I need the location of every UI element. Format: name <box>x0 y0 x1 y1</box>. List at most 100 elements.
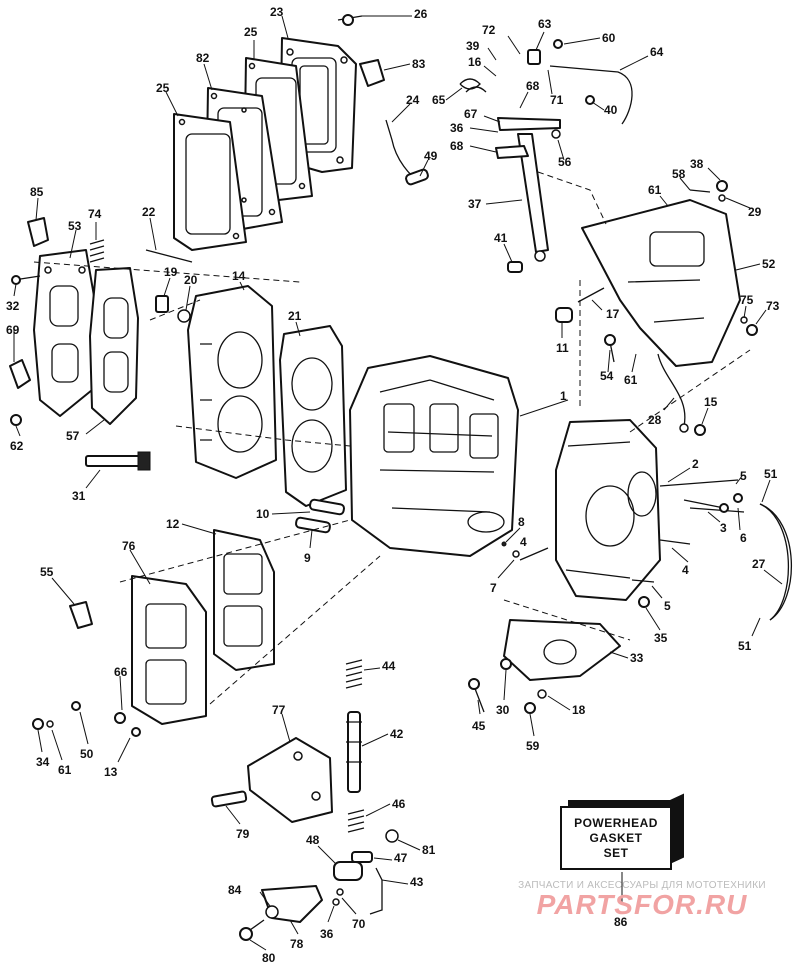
callout-60: 60 <box>602 31 616 45</box>
callout-4a: 4 <box>682 563 689 577</box>
callout-8: 8 <box>518 515 525 529</box>
callout-27: 27 <box>752 557 766 571</box>
callout-77: 77 <box>272 703 286 717</box>
callout-41: 41 <box>494 231 508 245</box>
powerhead-gasket-set-box: POWERHEAD GASKET SET <box>560 793 686 872</box>
wire-28 <box>657 353 689 433</box>
callout-47: 47 <box>394 851 408 865</box>
assembly-lines <box>33 171 751 705</box>
callout-45: 45 <box>472 719 486 733</box>
callout-72: 72 <box>482 23 496 37</box>
callout-62: 62 <box>10 439 24 453</box>
callout-15: 15 <box>704 395 718 409</box>
callout-85: 85 <box>30 185 44 199</box>
callout-9: 9 <box>304 551 311 565</box>
callout-68b: 68 <box>526 79 540 93</box>
watermark: ЗАПЧАСТИ И АКСЕССУАРЫ ДЛЯ МОТОТЕХНИКИ PA… <box>492 880 792 921</box>
callout-67: 67 <box>464 107 478 121</box>
callout-48: 48 <box>306 833 320 847</box>
screws-66-50-13 <box>71 701 141 737</box>
callout-49: 49 <box>424 149 438 163</box>
callout-84: 84 <box>228 883 242 897</box>
callout-labels: 1 2 3 4 4 5 5 6 7 8 9 10 11 12 13 14 15 … <box>6 5 783 965</box>
plug-19 <box>155 295 169 313</box>
pin-41 <box>507 261 523 273</box>
nut-30 <box>500 658 512 670</box>
callout-28: 28 <box>648 413 662 427</box>
washer-84-36-70 <box>265 888 344 919</box>
callout-21: 21 <box>288 309 302 323</box>
washer-20 <box>177 309 191 323</box>
washer-56 <box>551 129 561 139</box>
callout-34: 34 <box>36 755 50 769</box>
spring-74 <box>89 239 105 263</box>
callout-18: 18 <box>572 703 586 717</box>
callout-73: 73 <box>766 299 780 313</box>
callout-74: 74 <box>88 207 102 221</box>
cylinder-block <box>349 355 519 557</box>
callout-29: 29 <box>748 205 762 219</box>
linkage-arms-67-68 <box>495 117 561 159</box>
head-gasket-21 <box>279 325 347 507</box>
callout-58: 58 <box>672 167 686 181</box>
callout-11: 11 <box>556 341 569 355</box>
bracket-33 <box>503 619 621 681</box>
callout-57: 57 <box>66 429 80 443</box>
cylinder-head-cover-53 <box>33 249 95 417</box>
crankcase-1 <box>555 419 661 601</box>
clamp-69 <box>9 359 31 389</box>
callout-61b: 61 <box>624 373 638 387</box>
screw-26 <box>337 14 363 26</box>
bolts-2-3-5-6 <box>631 479 745 583</box>
cam-48-47 <box>333 851 373 881</box>
intake-gasket-12 <box>213 529 275 671</box>
callout-36a: 36 <box>450 121 464 135</box>
callout-1: 1 <box>560 389 567 403</box>
screw-58-17 <box>577 189 711 303</box>
dowel-pins-10-9 <box>295 498 345 534</box>
fittings-24-49 <box>385 119 429 186</box>
shaft-42 <box>346 711 362 793</box>
callout-61c: 61 <box>58 763 72 777</box>
callout-4b: 4 <box>520 535 527 549</box>
callout-66: 66 <box>114 665 128 679</box>
callout-5b: 5 <box>664 599 671 613</box>
watermark-tagline: ЗАПЧАСТИ И АКСЕССУАРЫ ДЛЯ МОТОТЕХНИКИ <box>518 880 766 891</box>
callout-23: 23 <box>270 5 284 19</box>
callout-59: 59 <box>526 739 540 753</box>
callout-71: 71 <box>550 93 564 107</box>
callout-79: 79 <box>236 827 250 841</box>
callout-64: 64 <box>650 45 664 59</box>
callout-24: 24 <box>406 93 420 107</box>
throttle-rod-37 <box>517 133 549 262</box>
screw-45 <box>468 678 485 713</box>
screw-32 <box>11 275 41 285</box>
spring-46 <box>347 809 365 833</box>
callout-61a: 61 <box>648 183 662 197</box>
callout-5a: 5 <box>740 469 747 483</box>
stud-22 <box>145 249 193 263</box>
callout-56: 56 <box>558 155 572 169</box>
callout-81: 81 <box>422 843 436 857</box>
callout-20: 20 <box>184 273 198 287</box>
callout-65: 65 <box>432 93 446 107</box>
head-gasket-57 <box>89 267 139 425</box>
callout-75: 75 <box>740 293 754 307</box>
callout-30: 30 <box>496 703 510 717</box>
spark-plug-31 <box>85 451 151 471</box>
callout-43: 43 <box>410 875 424 889</box>
callout-69: 69 <box>6 323 20 337</box>
clip-63 <box>527 49 541 65</box>
stud-4-7-8 <box>501 541 549 561</box>
steering-bracket-52 <box>581 199 741 367</box>
hose-27 <box>759 503 793 621</box>
callout-39: 39 <box>466 39 480 53</box>
callout-51a: 51 <box>738 639 752 653</box>
callout-68a: 68 <box>450 139 464 153</box>
washer-81 <box>385 829 399 843</box>
clamp-55 <box>69 601 93 629</box>
bracket-77 <box>247 737 333 823</box>
link-43 <box>369 867 383 915</box>
callout-19: 19 <box>164 265 178 279</box>
screw-80 <box>239 919 265 941</box>
